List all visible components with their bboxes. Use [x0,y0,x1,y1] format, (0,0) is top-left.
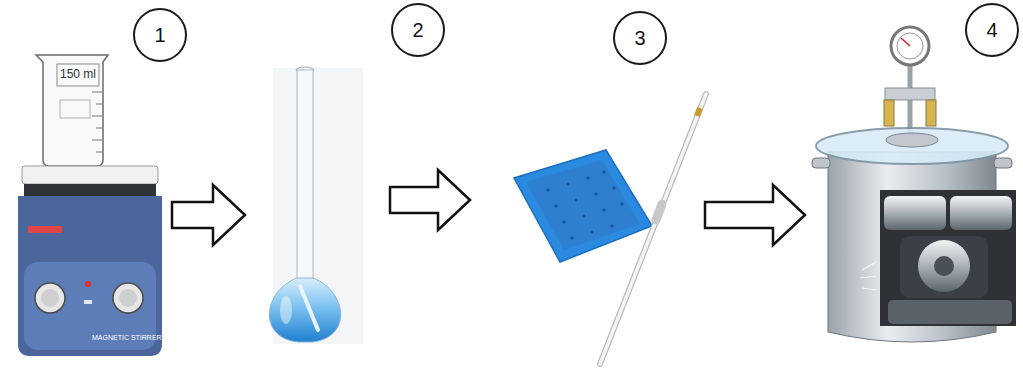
equipment-marking: 150 ml [60,68,96,81]
vacuum-chamber [812,27,1016,342]
beaker [36,55,108,166]
process-stage: 3 [470,80,705,365]
flow-arrow [172,185,245,245]
pipette [600,94,706,364]
silicone-mold [514,150,652,262]
magnetic-stirrer [18,166,162,356]
equipment-marking: MAGNETIC STIRRER [92,334,162,342]
flow-arrow [390,170,470,230]
step-number-circle: 3 [613,11,667,65]
process-stage: 1 [10,45,172,360]
volumetric-flask [269,67,363,344]
step-number-circle: 4 [965,3,1019,57]
flow-arrow [705,185,805,245]
process-stage: 4 [805,60,1018,350]
step-number-circle: 2 [391,3,445,57]
step-number-circle: 1 [133,8,187,62]
process-stage: 2 [245,60,390,350]
